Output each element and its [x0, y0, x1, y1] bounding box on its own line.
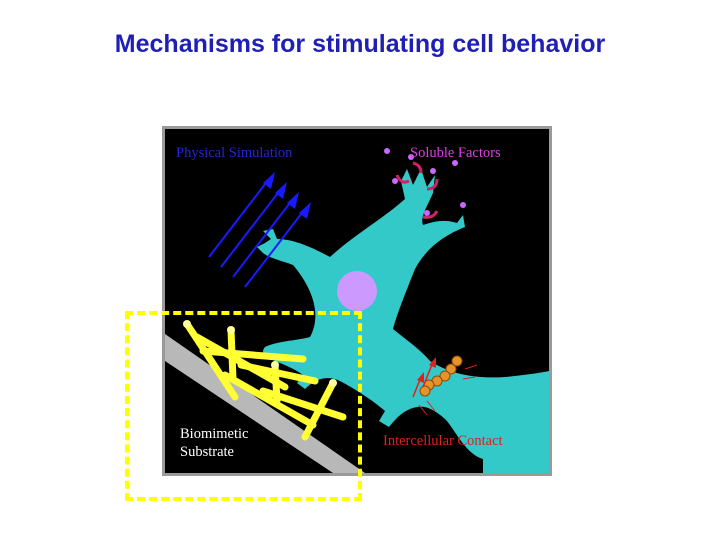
contact-lines [418, 364, 478, 416]
substrate-label: Substrate [180, 444, 234, 460]
nucleus [337, 271, 377, 311]
figure-frame: Physical Simulation Soluble Factors Biom… [162, 126, 552, 476]
slide-title: Mechanisms for stimulating cell behavior [114, 30, 606, 58]
contact-molecules [419, 355, 463, 397]
soluble-factors-label: Soluble Factors [410, 145, 501, 161]
biomimetic-label: Biomimetic [180, 426, 249, 442]
cell-stimulation-diagram: Physical Simulation Soluble Factors Biom… [165, 129, 549, 473]
intercellular-contact-label: Intercellular Contact [383, 433, 503, 449]
biomimetic-fibers [183, 320, 347, 441]
soluble-factors [384, 148, 466, 216]
fiber-ends [183, 320, 337, 387]
diagram-svg [165, 148, 549, 473]
physical-stimulation-label: Physical Simulation [176, 145, 293, 161]
receptors [395, 161, 439, 219]
contact-arrows [412, 357, 436, 398]
cell-body [257, 169, 549, 473]
physical-arrows [208, 172, 311, 288]
